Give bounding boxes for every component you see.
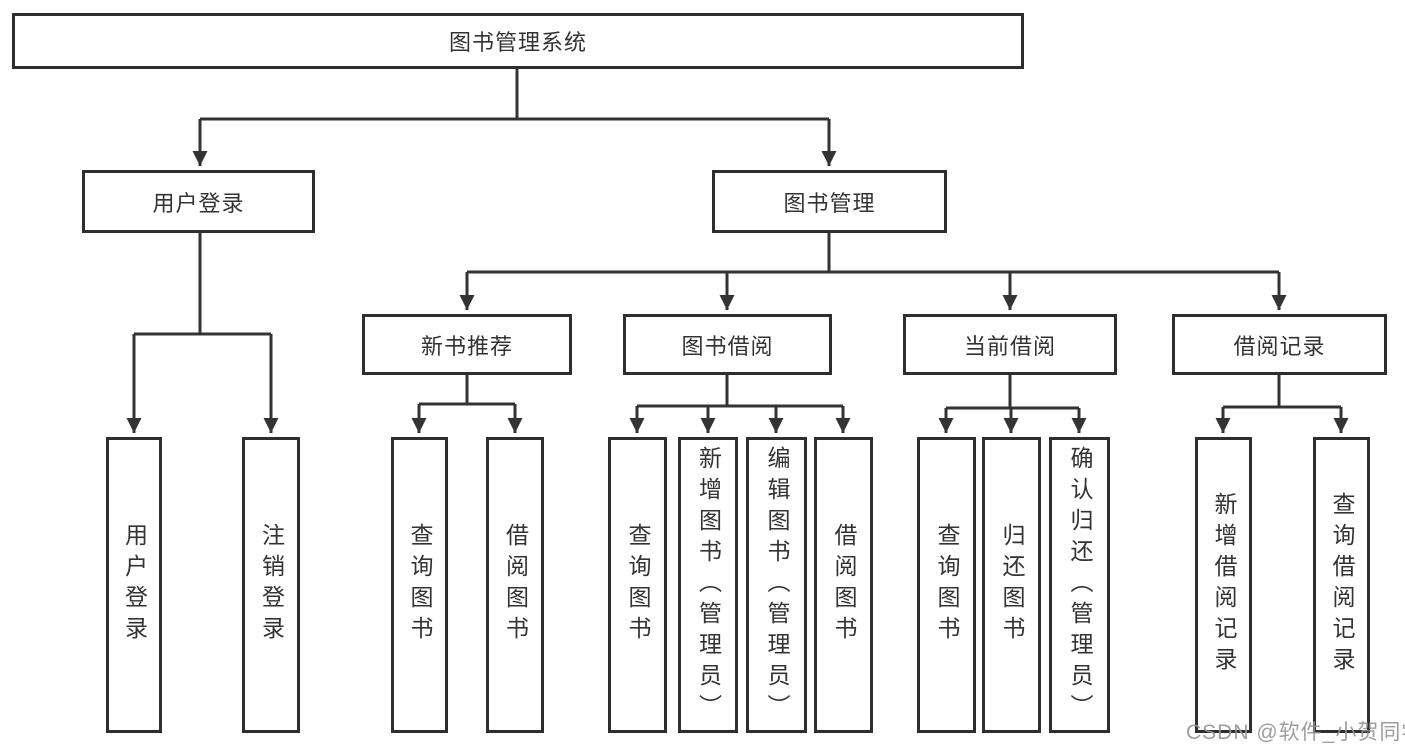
leaf-edit-book-admin: 编辑图书（管理员） [746, 437, 807, 733]
leaf-borrow-books-recommend-label: 借阅图书 [502, 523, 529, 647]
node-book-borrow-label: 图书借阅 [681, 333, 774, 359]
node-user-login-label: 用户登录 [152, 190, 245, 216]
node-book-borrow: 图书借阅 [623, 314, 832, 375]
leaf-query-books-borrow-label: 查询图书 [625, 523, 651, 647]
node-current-borrow-label: 当前借阅 [963, 333, 1056, 359]
leaf-query-borrow-record: 查询借阅记录 [1313, 437, 1370, 733]
node-new-book-recommend: 新书推荐 [362, 314, 572, 375]
leaf-query-books-recommend: 查询图书 [391, 437, 448, 733]
node-new-book-recommend-label: 新书推荐 [420, 333, 513, 359]
leaf-return-book-label: 归还图书 [999, 523, 1025, 647]
node-current-borrow: 当前借阅 [903, 314, 1117, 375]
leaf-borrow-books-recommend: 借阅图书 [486, 437, 544, 733]
leaf-add-borrow-record: 新增借阅记录 [1195, 437, 1252, 733]
leaf-query-borrow-record-label: 查询借阅记录 [1329, 492, 1355, 678]
leaf-logout: 注销登录 [242, 437, 300, 733]
leaf-confirm-return-admin: 确认归还（管理员） [1049, 437, 1110, 733]
leaf-logout-label: 注销登录 [258, 523, 285, 647]
node-borrow-records: 借阅记录 [1172, 314, 1387, 375]
node-book-management-label: 图书管理 [783, 190, 876, 216]
leaf-query-books-borrow: 查询图书 [608, 437, 667, 733]
leaf-add-book-admin: 新增图书（管理员） [678, 437, 738, 733]
leaf-borrow-books-borrow-label: 借阅图书 [831, 523, 857, 647]
leaf-add-book-admin-label: 新增图书（管理员） [695, 445, 722, 725]
node-library-system-label: 图书管理系统 [448, 30, 587, 55]
node-library-system: 图书管理系统 [12, 13, 1024, 69]
leaf-user-login: 用户登录 [106, 437, 162, 733]
leaf-query-books-current-label: 查询图书 [934, 523, 960, 647]
leaf-query-books-current: 查询图书 [917, 437, 976, 733]
leaf-borrow-books-borrow: 借阅图书 [814, 437, 873, 733]
node-book-management: 图书管理 [712, 170, 947, 233]
leaf-add-borrow-record-label: 新增借阅记录 [1211, 492, 1237, 678]
leaf-user-login-label: 用户登录 [121, 523, 148, 647]
node-user-login: 用户登录 [82, 170, 315, 233]
leaf-query-books-recommend-label: 查询图书 [407, 523, 433, 647]
watermark: CSDN @软件_小贺同学 [1186, 721, 1405, 744]
leaf-edit-book-admin-label: 编辑图书（管理员） [764, 445, 790, 725]
leaf-return-book: 归还图书 [982, 437, 1041, 733]
leaf-confirm-return-admin-label: 确认归还（管理员） [1067, 445, 1093, 725]
node-borrow-records-label: 借阅记录 [1233, 333, 1326, 359]
